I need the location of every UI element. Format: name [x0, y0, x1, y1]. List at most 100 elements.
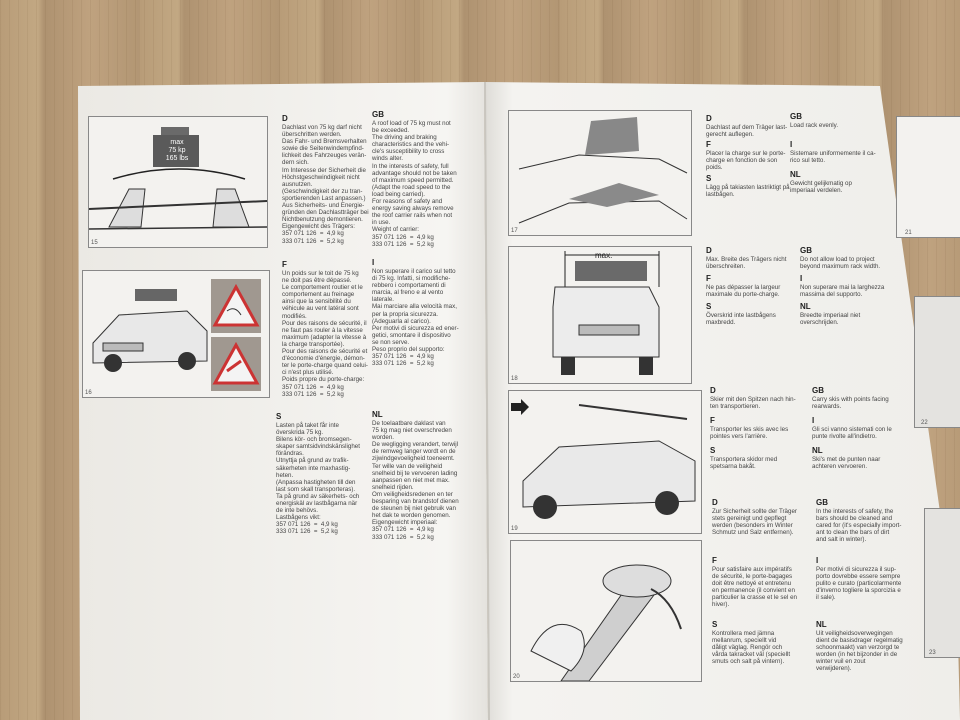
lang-text: Skier mit den Spitzen nach hin- ten tran…	[710, 396, 796, 411]
figure-number: 19	[511, 526, 518, 532]
weight-kp: 75 kp	[168, 147, 186, 154]
weight-max: max	[170, 139, 184, 146]
load-rack-illustration	[518, 117, 688, 224]
lang-heading: D	[282, 114, 288, 123]
weight-label: max 75 kp 165 lbs	[157, 139, 197, 163]
lang-heading: I	[816, 556, 819, 565]
lang-text: Gewicht gelijkmatig op imperiaal verdele…	[790, 180, 852, 195]
lang-text: Lasten på taket får inte överskrida 75 k…	[276, 422, 360, 536]
lang-text: Non superare il carico sul tetto di 75 k…	[372, 268, 459, 368]
lang-heading: GB	[790, 112, 802, 121]
lang-text: Un poids sur le toit de 75 kg ne doit pa…	[282, 270, 368, 398]
lang-heading: S	[712, 620, 718, 629]
lang-heading: I	[790, 140, 793, 149]
lang-text: Gli sci vanno sistemati con le punte riv…	[812, 426, 892, 441]
lang-heading: D	[706, 114, 712, 123]
lang-text: Sistemare uniformemente il ca- rico sul …	[790, 150, 876, 165]
lang-text: Pour satisfaire aux impératifs de sécuri…	[712, 566, 797, 609]
lang-text: Non superare mai la larghezza massima de…	[800, 284, 885, 299]
lang-text: Placer la charge sur le porte- charge en…	[706, 150, 786, 172]
lang-text: De toelaatbare daklast van 75 kg mag nie…	[372, 420, 459, 541]
figure-number: 17	[511, 228, 518, 234]
roof-load-illustration	[88, 127, 268, 230]
lang-text: In the interests of safety, the bars sho…	[816, 508, 902, 544]
lang-heading: I	[372, 258, 375, 267]
lang-text: Transporter les skis avec les pointes ve…	[710, 426, 789, 441]
lang-heading: NL	[812, 446, 823, 455]
lang-heading: NL	[816, 620, 827, 629]
lang-text: Dachlast von 75 kg darf nicht überschrit…	[282, 124, 369, 245]
lang-heading: GB	[800, 246, 812, 255]
lang-heading: I	[812, 416, 815, 425]
figure-22-partial: 22	[914, 296, 960, 428]
lang-heading: S	[706, 174, 712, 183]
lang-text: Per motivi di sicurezza il sup- porto do…	[816, 566, 902, 602]
lang-heading: NL	[790, 170, 801, 179]
lang-text: Lägg på takiasten lastriktigt på lastbåg…	[706, 184, 790, 199]
figure-number: 16	[85, 390, 92, 396]
lang-heading: S	[706, 302, 712, 311]
figure-19-skis: 19	[508, 390, 702, 534]
weight-lbs: 165 lbs	[165, 155, 189, 162]
figure-number: 23	[929, 650, 936, 656]
cleaning-illustration	[530, 564, 682, 682]
lang-heading: D	[712, 498, 718, 507]
lang-text: Breedte imperiaal niet overschrijden.	[800, 312, 861, 327]
lang-heading: D	[710, 386, 716, 395]
lang-heading: F	[282, 260, 287, 269]
figure-23-partial: 23	[924, 508, 960, 658]
lang-text: Load rack evenly.	[790, 122, 839, 129]
figure-20-cleaning: 20	[510, 540, 702, 682]
max-width-label: max.	[595, 251, 613, 260]
lang-text: Dachlast auf dem Träger last- gerecht au…	[706, 124, 788, 139]
lang-text: Uit veiligheidsoverwegingen dient de bas…	[816, 630, 903, 673]
lang-heading: GB	[812, 386, 824, 395]
lang-heading: F	[712, 556, 717, 565]
lang-heading: S	[710, 446, 716, 455]
lang-heading: S	[276, 412, 282, 421]
figure-number: 22	[921, 420, 928, 426]
lang-text: A roof load of 75 kg must not be exceede…	[372, 120, 457, 248]
max-width-illustration	[552, 251, 660, 375]
car-signs-illustration	[92, 279, 261, 391]
figure-18-max-width: max. 18	[508, 246, 692, 384]
figure-number: 15	[91, 240, 98, 246]
figure-number: 18	[511, 376, 518, 382]
lang-text: Kontrollera med jämna mellanrum, speciel…	[712, 630, 791, 666]
lang-heading: NL	[800, 302, 811, 311]
figure-21-partial: 21	[896, 116, 960, 238]
lang-text: Max. Breite des Trägers nicht überschrei…	[706, 256, 787, 271]
lang-text: Transportera skidor med spetsarna bakåt.	[710, 456, 778, 471]
figure-17-load-rack: 17	[508, 110, 692, 236]
figure-number: 21	[905, 230, 912, 236]
figure-16-car-signs: 16	[82, 270, 270, 398]
